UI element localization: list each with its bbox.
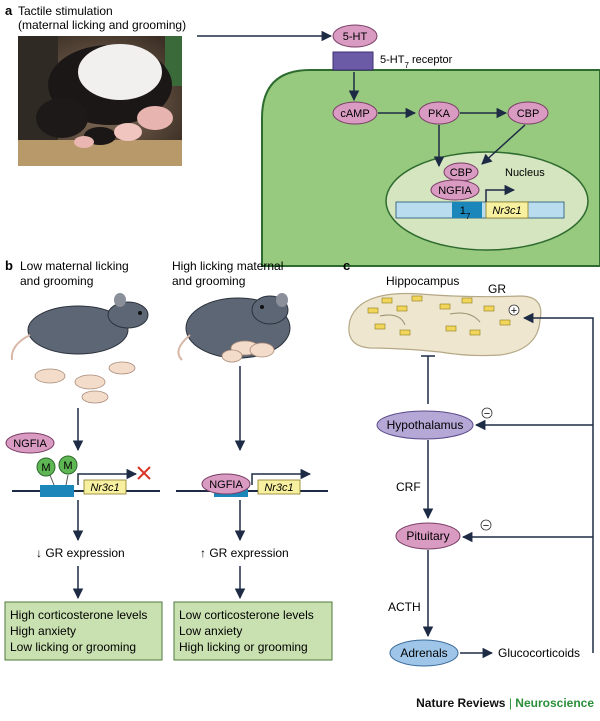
hypothalamus-label: Hypothalamus xyxy=(387,418,464,432)
transcription-arrow-a xyxy=(485,184,516,202)
ngfia-label-high: NGFIA xyxy=(209,479,243,491)
pituitary-node xyxy=(395,522,461,550)
rat-photo xyxy=(18,36,182,166)
gene-box-high xyxy=(257,479,301,495)
5ht-node xyxy=(332,24,378,48)
low-title-line2: and grooming xyxy=(20,274,93,288)
high-title-line2: and grooming xyxy=(172,274,245,288)
promoter-label: 17 xyxy=(460,205,471,221)
panel-c: c Hippocampus GR + Hypothalamus − CRF Pi… xyxy=(343,258,594,667)
panel-a-title-line2: (maternal licking and grooming) xyxy=(18,18,186,32)
panel-a-letter: a xyxy=(5,3,13,18)
high-title-line1: High licking maternal xyxy=(172,259,283,273)
low-lg-rat-illustration xyxy=(10,293,149,404)
gr-label: GR xyxy=(488,282,506,296)
panel-b: b Low maternal licking and grooming High… xyxy=(4,258,333,661)
promoter-low xyxy=(40,485,74,497)
gr-receptors xyxy=(367,295,511,336)
panel-c-letter: c xyxy=(343,258,350,273)
high-lg-rat-illustration xyxy=(177,293,291,363)
cbp-nucleus-label: CBP xyxy=(450,167,473,179)
nucleus-label: Nucleus xyxy=(505,167,545,179)
ngfia-label-low: NGFIA xyxy=(13,438,47,450)
low-outcome-2: High anxiety xyxy=(10,624,76,638)
panel-a-title-line1: Tactile stimulation xyxy=(18,4,113,18)
gene-label-low: Nr3c1 xyxy=(90,482,119,494)
high-outcome-2: Low anxiety xyxy=(179,624,242,638)
low-expression: ↓ GR expression xyxy=(36,546,125,560)
promoter-exon-17 xyxy=(452,202,482,218)
low-outcomes-box xyxy=(4,601,163,661)
blocked-transcription-icon xyxy=(137,466,151,480)
high-outcome-1: Low corticosterone levels xyxy=(179,608,314,622)
panel-a: a Tactile stimulation (maternal licking … xyxy=(5,3,600,267)
low-title-line1: Low maternal licking xyxy=(20,259,129,273)
methyl-group-2 xyxy=(58,455,78,475)
minus-label-1: − xyxy=(484,408,490,420)
gene-box-low xyxy=(83,479,127,495)
hypothalamus-node xyxy=(376,410,474,440)
5ht7-receptor xyxy=(332,51,374,71)
pka-node xyxy=(418,101,460,125)
positive-feedback-icon xyxy=(508,304,520,316)
low-outcome-3: Low licking or grooming xyxy=(10,640,136,654)
high-outcome-3: High licking or grooming xyxy=(179,640,308,654)
cbp-label: CBP xyxy=(517,108,540,120)
minus-label-2: − xyxy=(483,520,489,532)
feedback-to-hippocampus xyxy=(522,312,594,653)
ngfia-node-low xyxy=(5,432,55,454)
panel-b-letter: b xyxy=(5,258,13,273)
crf-label: CRF xyxy=(396,480,421,494)
camp-node xyxy=(332,101,378,125)
negative-feedback-icon-1 xyxy=(481,407,493,419)
nucleus xyxy=(385,151,589,251)
transcription-arrow-low xyxy=(77,468,138,485)
negative-feedback-icon-2 xyxy=(480,519,492,531)
glucocorticoids-label: Glucocorticoids xyxy=(498,646,580,660)
ngfia-node-a xyxy=(430,179,480,201)
pka-label: PKA xyxy=(428,108,451,120)
gene-label-high: Nr3c1 xyxy=(264,482,293,494)
high-outcomes-box xyxy=(173,601,333,661)
gene-label-a: Nr3c1 xyxy=(492,205,521,217)
pituitary-label: Pituitary xyxy=(406,529,449,543)
ngfia-node-high xyxy=(201,473,251,495)
methyl-label-1: M xyxy=(41,462,50,474)
ngfia-label-a: NGFIA xyxy=(438,185,472,197)
receptor-label: 5-HT7 receptor xyxy=(380,54,453,70)
high-expression: ↑ GR expression xyxy=(200,546,289,560)
arrow-cbp-to-nucleus xyxy=(481,124,526,165)
methyl-label-2: M xyxy=(63,460,72,472)
camp-label: cAMP xyxy=(340,108,369,120)
adrenals-label: Adrenals xyxy=(400,646,447,660)
low-outcome-1: High corticosterone levels xyxy=(10,608,147,622)
5ht-label: 5-HT xyxy=(343,31,368,43)
adrenals-node xyxy=(389,639,459,667)
transcription-arrow-high xyxy=(251,468,312,485)
cbp-node xyxy=(507,101,549,125)
gene-box xyxy=(485,201,529,219)
hippocampus-label: Hippocampus xyxy=(386,274,459,288)
journal-credit: Nature Reviews | Neuroscience xyxy=(416,696,594,710)
methyl-group-1 xyxy=(36,457,56,477)
plus-label: + xyxy=(511,305,517,317)
acth-label: ACTH xyxy=(388,600,421,614)
